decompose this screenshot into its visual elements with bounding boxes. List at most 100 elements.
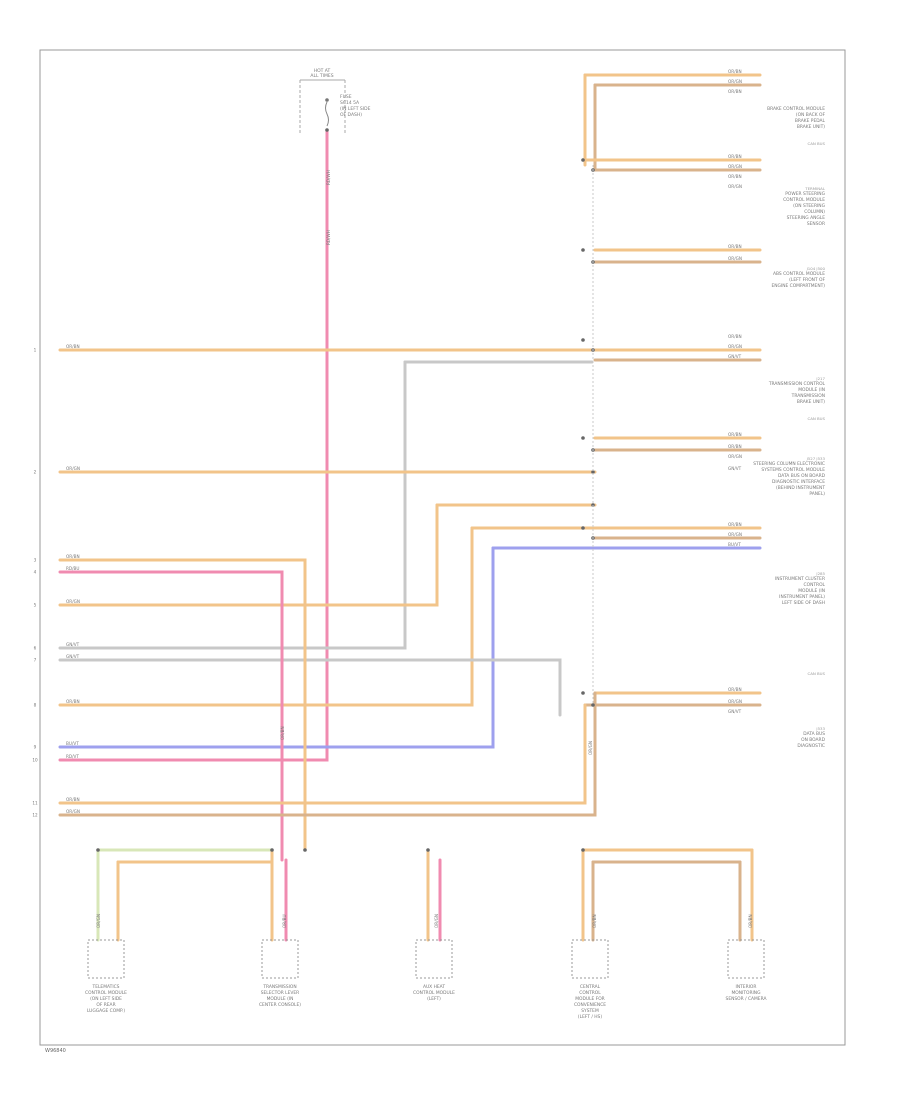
splice-point: [591, 703, 595, 707]
top-fuse-header-1: HOT AT: [314, 68, 331, 74]
left-pin-12: 12: [32, 813, 38, 818]
left-pin-2: 2: [34, 470, 37, 475]
component-line-1-4: BRAKE UNIT): [797, 124, 825, 130]
right-wire-label-g4-1: OR/BN: [728, 334, 742, 339]
right-wire-label-g2-3: OR/BN: [728, 174, 742, 179]
splice-point: [581, 526, 585, 530]
wire-row9: [58, 546, 495, 749]
left-wire-label-8: OR/BN: [66, 699, 80, 704]
bottom-component-box-3: [415, 939, 453, 979]
left-wire-label-5: OR/GN: [66, 599, 80, 604]
tag-c5: OR/GN: [434, 914, 439, 928]
tag-top-pink-2: RD/WH: [326, 230, 331, 245]
left-pin-11: 11: [32, 801, 38, 806]
diagram-frame: [39, 49, 846, 1046]
tag-c1: OR/GN: [96, 914, 101, 928]
bottom-component-line-5-3: SENSOR / CAMERA: [726, 996, 767, 1002]
splice-point: [303, 848, 307, 852]
component-line-4-3: ENGINE COMPARTMENT): [771, 283, 825, 289]
bottom-component-line-2-1: TRANSMISSION: [262, 984, 296, 990]
bottom-component-line-4-4: CONVENIENCE: [574, 1002, 606, 1008]
tag-top-bn2: OR/GN: [588, 741, 593, 755]
diagram-id: W96840: [45, 1048, 66, 1054]
component-line-8-2: CONTROL: [804, 582, 826, 588]
splice-point: [581, 848, 585, 852]
bottom-component-line-4-1: CENTRAL: [580, 984, 601, 990]
component-line-3-1: POWER STEERING: [785, 191, 825, 197]
component-code-2: CAN BUS: [807, 141, 825, 146]
tag-top-bn1: OR/BN: [280, 726, 285, 740]
wires-layer: [58, 73, 762, 942]
bottom-component-line-3-3: (LEFT): [427, 996, 441, 1002]
component-line-10-2: ON BOARD: [801, 737, 826, 743]
left-pin-10: 10: [32, 758, 38, 763]
left-pin-3: 3: [34, 558, 37, 563]
component-code-3: TERMINAL: [804, 186, 826, 191]
tag-top-pink-1: RD/WH: [326, 170, 331, 185]
wire-row3: [58, 558, 307, 852]
component-line-3-6: SENSOR: [807, 221, 825, 227]
component-line-1-2: (ON BACK OF: [796, 112, 826, 118]
component-line-10-3: DIAGNOSTIC: [797, 743, 825, 749]
right-wire-label-g4-3: GN/VT: [728, 354, 742, 359]
wire-row8: [58, 526, 474, 707]
left-pin-7: 7: [34, 658, 37, 663]
right-wire-label-g1-2: OR/GN: [728, 79, 742, 84]
component-line-5-4: BRAKE UNIT): [797, 399, 825, 405]
right-wire-label-g5-3: OR/GN: [728, 454, 742, 459]
bottom-component-line-2-2: SELECTOR LEVER: [261, 990, 299, 996]
bottom-component-box-5: [727, 939, 765, 979]
top-fuse-header-2: ALL TIMES: [310, 73, 333, 79]
splice-point: [581, 338, 585, 342]
left-wire-label-2: OR/GN: [66, 466, 80, 471]
component-code-8: J285: [815, 571, 825, 576]
right-wire-label-g7-3: GN/VT: [728, 709, 742, 714]
component-line-5-1: TRANSMISSION CONTROL: [768, 381, 826, 387]
top-fuse-label-4: OF DASH): [340, 112, 362, 118]
right-wire-label-g5-2: OR/BN: [728, 444, 742, 449]
left-wire-label-9: BU/VT: [66, 741, 79, 746]
bottom-component-line-5-2: MONITORING: [732, 990, 762, 996]
component-line-4-2: (LEFT FRONT OF: [789, 277, 825, 283]
left-wire-label-12: OR/GN: [66, 809, 80, 814]
bottom-component-line-1-3: (ON LEFT SIDE: [90, 996, 122, 1002]
wire-row5: [58, 503, 439, 607]
component-line-1-1: BRAKE CONTROL MODULE: [767, 106, 825, 112]
right-wire-label-g6-2: OR/GN: [728, 532, 742, 537]
top-fuse-label-3: (IN LEFT SIDE: [340, 106, 371, 112]
wire-row7: [58, 658, 562, 717]
right-wire-label-g1-1: OR/BN: [728, 69, 742, 74]
component-line-7-6: PANEL): [809, 491, 825, 497]
tag-c7: OR/BN: [592, 914, 597, 928]
splice-point: [96, 848, 100, 852]
right-wire-label-g6-1: OR/BN: [728, 522, 742, 527]
right-wire-label-g2-2: OR/GN: [728, 164, 742, 169]
right-wire-labels: OR/BN OR/GN OR/BN OR/BN OR/GN OR/BN OR/GN OR/BN…: [728, 69, 742, 714]
left-wire-label-11: OR/BN: [66, 797, 80, 802]
top-fuse-label-2: SC14 5A: [340, 100, 360, 106]
right-wire-label-g3-1: OR/BN: [728, 244, 742, 249]
left-wire-label-4: RD/BU: [66, 566, 79, 571]
left-wire-rows: 1OR/BN2OR/GN3OR/BN4RD/BU5OR/GN6GN/VT7GN/…: [32, 344, 80, 818]
wire-row11: [58, 703, 587, 805]
left-wire-label-7: GN/VT: [66, 654, 80, 659]
bottom-component-line-5-1: INTERIOR: [736, 984, 757, 990]
wire-power-feed: [58, 128, 329, 762]
splice-point: [325, 128, 329, 132]
bottom-component-line-1-1: TELEMATICS: [92, 984, 120, 990]
bottom-component-line-1-5: LUGGAGE COMP.): [87, 1008, 125, 1014]
splice-points: [96, 128, 595, 852]
component-line-10-1: DATA BUS: [803, 731, 825, 737]
left-wire-label-6: GN/VT: [66, 642, 80, 647]
splice-point: [581, 158, 585, 162]
tag-c12: OR/BN: [748, 914, 753, 928]
bottom-component-line-4-5: SYSTEM: [581, 1008, 599, 1014]
component-code-6: CAN BUS: [807, 416, 825, 421]
component-line-8-5: LEFT SIDE OF DASH: [782, 600, 825, 606]
component-line-7-3: DATA BUS ON BOARD: [778, 473, 826, 479]
bottom-component-line-3-2: CONTROL MODULE: [413, 990, 455, 996]
